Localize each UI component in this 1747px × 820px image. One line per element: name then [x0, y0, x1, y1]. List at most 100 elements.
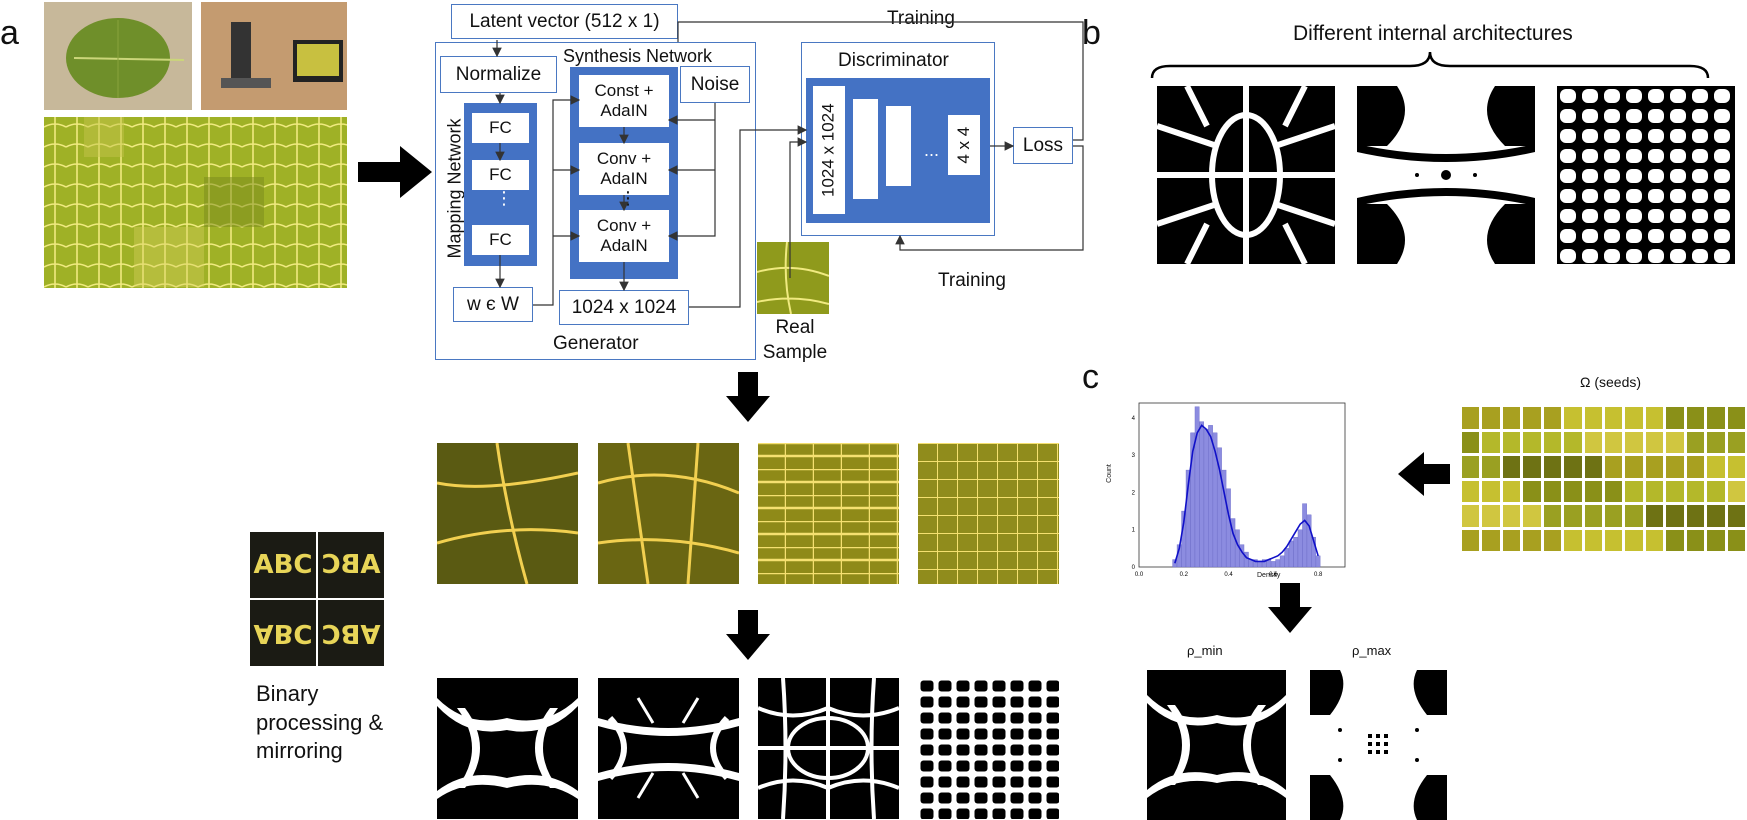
seed-thumbnail [1462, 407, 1480, 429]
histogram-bar [1208, 425, 1213, 568]
histogram-bar [1315, 555, 1321, 568]
seed-thumbnail [1543, 529, 1562, 551]
seed-thumbnail [1727, 407, 1745, 429]
const-adain-layer: Const + AdaIN [579, 75, 669, 127]
histogram-bar [1221, 469, 1227, 568]
seed-thumbnail [1584, 529, 1602, 551]
seed-thumbnail [1502, 529, 1521, 551]
x-tick-label: 0.4 [1224, 572, 1233, 578]
seed-thumbnail [1482, 529, 1500, 551]
brace-icon [1150, 51, 1710, 79]
seed-thumbnail [1686, 505, 1705, 527]
histogram-bar [1217, 447, 1222, 568]
x-tick-label: 0.0 [1135, 572, 1144, 578]
loss-box: Loss [1013, 127, 1073, 164]
seed-thumbnail [1605, 407, 1623, 429]
seed-thumbnail [1523, 480, 1541, 502]
panel-a-letter: a [0, 14, 19, 52]
seed-thumbnail [1666, 505, 1684, 527]
seed-thumbnail [1523, 407, 1541, 429]
seed-thumbnail [1605, 431, 1623, 453]
seed-thumbnail [1625, 505, 1643, 527]
seed-thumbnail [1686, 431, 1705, 453]
arrow-left-icon [1398, 452, 1450, 496]
w-latent-box: w є W [453, 287, 533, 322]
seed-thumbnail [1482, 456, 1500, 478]
histogram-bar [1185, 469, 1191, 568]
binary-architecture-4 [918, 678, 1059, 819]
seed-thumbnail [1564, 407, 1582, 429]
generator-frame [435, 42, 756, 360]
rho-min-label: ρ_min [1187, 643, 1223, 658]
seed-thumbnail [1605, 456, 1623, 478]
abc-top-left: ABC [250, 532, 316, 598]
seed-thumbnail [1584, 456, 1602, 478]
seed-thumbnail [1625, 407, 1643, 429]
seeds-grid [1462, 407, 1745, 551]
panel-b-title: Different internal architectures [1293, 22, 1573, 45]
histogram-ylabel: Count [1105, 464, 1113, 483]
y-tick-label: 1 [1132, 528, 1136, 534]
seed-thumbnail [1625, 456, 1643, 478]
generated-leaf-1-illustration [437, 443, 578, 584]
disc-layer-last: 4 x 4 [948, 115, 980, 175]
binary-architecture-1 [437, 678, 578, 819]
histogram-bar [1302, 503, 1307, 568]
architecture-b-2 [1357, 86, 1535, 264]
seed-thumbnail [1645, 407, 1664, 429]
seed-thumbnail [1584, 407, 1602, 429]
histogram-bar [1252, 559, 1258, 568]
seed-thumbnail [1502, 407, 1521, 429]
abc-bottom-left: ABC [250, 600, 316, 666]
disc-ellipsis: ... [924, 140, 940, 160]
seed-thumbnail [1686, 529, 1705, 551]
generated-leaf-3 [758, 443, 899, 584]
generated-leaf-3-illustration [758, 443, 899, 584]
disc-layer-3 [886, 106, 911, 186]
histogram-xlabel: Density [1257, 572, 1281, 579]
seed-thumbnail [1543, 407, 1562, 429]
seed-thumbnail [1543, 480, 1562, 502]
histogram-bar [1244, 551, 1249, 568]
microscope-photo [201, 2, 347, 110]
seed-thumbnail [1707, 407, 1725, 429]
seed-thumbnail [1625, 480, 1643, 502]
seed-thumbnail [1543, 431, 1562, 453]
histogram-bar [1279, 555, 1285, 568]
seed-thumbnail [1523, 529, 1541, 551]
discriminator-title: Discriminator [838, 50, 949, 71]
seed-thumbnail [1666, 529, 1684, 551]
seed-thumbnail [1645, 505, 1664, 527]
training-top-label: Training [887, 8, 955, 29]
seed-thumbnail [1564, 529, 1582, 551]
fc-layer-n: FC [472, 225, 529, 255]
seed-thumbnail [1645, 456, 1664, 478]
generated-leaf-4-illustration [918, 443, 1059, 584]
seed-thumbnail [1707, 529, 1725, 551]
generated-leaf-2-illustration [598, 443, 739, 584]
histogram-bar [1194, 406, 1200, 568]
real-sample-caption: Real Sample [762, 317, 828, 363]
seed-thumbnail [1666, 407, 1684, 429]
real-sample-illustration [757, 242, 829, 314]
seed-thumbnail [1666, 480, 1684, 502]
seed-thumbnail [1482, 480, 1500, 502]
seed-thumbnail [1502, 505, 1521, 527]
seed-thumbnail [1564, 431, 1582, 453]
seeds-title: Ω (seeds) [1580, 374, 1642, 390]
seed-thumbnail [1645, 480, 1664, 502]
architecture-b-1 [1157, 86, 1335, 264]
rho-max-label: ρ_max [1352, 643, 1392, 658]
seed-thumbnail [1502, 431, 1521, 453]
seed-thumbnail [1727, 431, 1745, 453]
seed-thumbnail [1543, 505, 1562, 527]
histogram-bar [1306, 514, 1312, 568]
seed-thumbnail [1462, 480, 1480, 502]
panel-c-letter: c [1082, 358, 1099, 396]
conv-adain-layer-2: Conv + AdaIN [579, 210, 669, 262]
normalize-box: Normalize [440, 56, 557, 93]
generator-output-box: 1024 x 1024 [559, 290, 689, 325]
seed-thumbnail [1686, 456, 1705, 478]
leaf-mosaic [44, 117, 347, 288]
